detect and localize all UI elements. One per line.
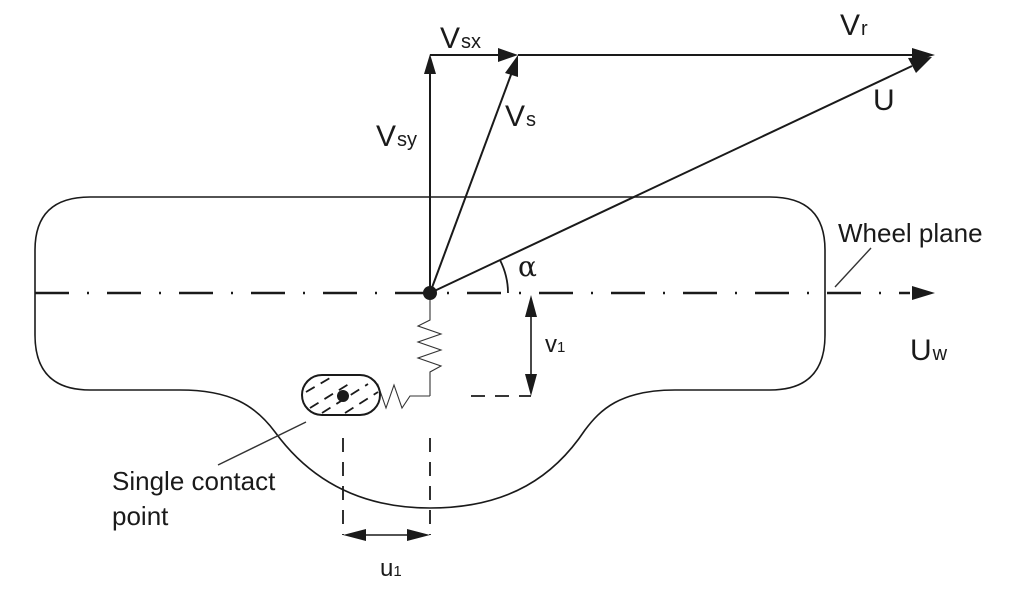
vs-vector — [429, 71, 513, 294]
v1-arrowhead-top — [525, 295, 537, 317]
vsy-arrowhead — [424, 54, 436, 74]
u-vector — [429, 65, 913, 294]
u-arrowhead — [908, 57, 932, 73]
contact-point-label-line2: point — [112, 501, 169, 531]
u1-arrowhead-right — [407, 529, 430, 541]
tire-outline — [34, 196, 826, 509]
vsy-label: Vsy — [376, 120, 417, 153]
contact-point — [337, 390, 349, 402]
u1-arrowhead-left — [343, 529, 366, 541]
wheel-center-point — [423, 286, 437, 300]
u-label: U — [873, 84, 895, 117]
u1-label: u1 — [380, 555, 402, 582]
wheel-plane-leader — [834, 247, 872, 288]
contact-point-label-line1: Single contact — [112, 466, 276, 496]
uw-label: Uw — [910, 334, 948, 367]
alpha-label: α — [518, 250, 537, 283]
uw-arrowhead — [912, 286, 935, 300]
vr-label: Vr — [840, 9, 868, 42]
v1-arrowhead-bottom — [525, 374, 537, 396]
vs-arrowhead — [505, 55, 518, 77]
wheel-plane-label: Wheel plane — [838, 218, 983, 248]
vs-label: Vs — [505, 100, 536, 133]
alpha-arc — [499, 259, 509, 294]
vsx-label: Vsx — [440, 22, 481, 55]
v1-label: v1 — [545, 331, 565, 358]
vsx-arrowhead — [498, 48, 518, 62]
lateral-spring — [416, 300, 443, 396]
contact-point-leader — [217, 421, 307, 466]
